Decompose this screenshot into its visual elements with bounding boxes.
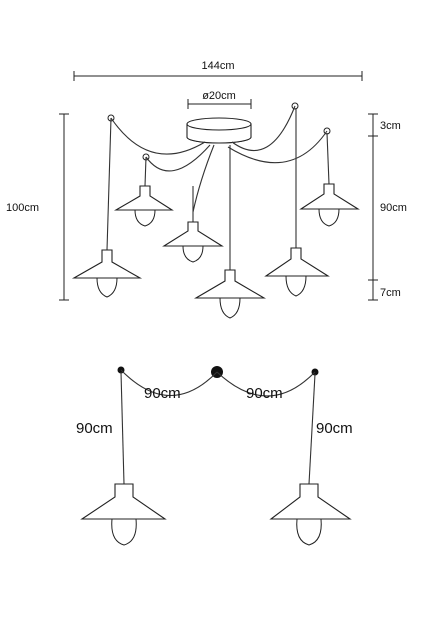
drop-cords bbox=[106, 108, 330, 270]
detail-swag-left bbox=[120, 369, 218, 397]
pendant-1 bbox=[71, 249, 143, 298]
canopy-diameter-label: ø20cm bbox=[202, 90, 236, 102]
detail-pendant-right bbox=[269, 483, 352, 546]
shade-height-label: 7cm bbox=[380, 287, 401, 299]
detail-view: 90cm 90cm 90cm 90cm bbox=[76, 366, 353, 546]
bulb bbox=[182, 245, 204, 263]
detail-drop-right bbox=[308, 373, 316, 485]
shade bbox=[299, 183, 360, 210]
swag-cords bbox=[110, 105, 328, 213]
canopy-height-label: 3cm bbox=[380, 120, 401, 132]
drop-cord-6 bbox=[326, 132, 330, 185]
shade bbox=[80, 483, 167, 520]
cable-length-label: 90cm bbox=[380, 202, 407, 214]
cord-swag-left-inner bbox=[145, 144, 211, 172]
cord-swag-right-inner bbox=[227, 130, 328, 164]
total-width-label: 144cm bbox=[201, 60, 234, 72]
shade bbox=[113, 185, 174, 211]
pendant-6 bbox=[299, 183, 360, 227]
detail-left-drop-label: 90cm bbox=[76, 420, 113, 437]
bulb bbox=[96, 277, 118, 298]
pendant-5 bbox=[264, 247, 330, 297]
detail-right-drop-label: 90cm bbox=[316, 420, 353, 437]
total-height-label: 100cm bbox=[6, 202, 39, 214]
drop-cord-2 bbox=[144, 156, 147, 187]
ceiling-canopy bbox=[107, 102, 331, 161]
shade bbox=[264, 247, 330, 277]
right-height-dimensions: 3cm 90cm 7cm bbox=[368, 113, 407, 301]
bulb bbox=[134, 209, 156, 227]
detail-swag-right bbox=[216, 371, 316, 397]
bulb bbox=[285, 275, 307, 297]
shade bbox=[193, 269, 267, 299]
cord-swag-right bbox=[231, 105, 296, 151]
shade bbox=[162, 221, 224, 247]
shade bbox=[269, 483, 352, 520]
bulb bbox=[219, 297, 241, 319]
canopy-diameter-dimension: ø20cm bbox=[187, 90, 252, 109]
detail-pendant-left bbox=[80, 483, 167, 546]
pendant-2 bbox=[113, 185, 174, 227]
total-height-dimension: 100cm bbox=[6, 113, 69, 301]
detail-left-span-label: 90cm bbox=[144, 385, 181, 402]
bulb bbox=[296, 518, 322, 546]
pendant-3 bbox=[162, 221, 224, 263]
detail-drop-left bbox=[120, 371, 125, 485]
canopy-top bbox=[186, 117, 252, 131]
detail-right-span-label: 90cm bbox=[246, 385, 283, 402]
cord-swag-center-left bbox=[192, 144, 215, 213]
bulb bbox=[111, 518, 137, 546]
pendant-4 bbox=[193, 269, 267, 319]
cord-swag-left bbox=[110, 117, 206, 155]
bulb bbox=[318, 208, 340, 227]
drop-cord-1 bbox=[106, 117, 112, 251]
shade bbox=[71, 249, 143, 279]
total-width-dimension: 144cm bbox=[73, 60, 363, 81]
